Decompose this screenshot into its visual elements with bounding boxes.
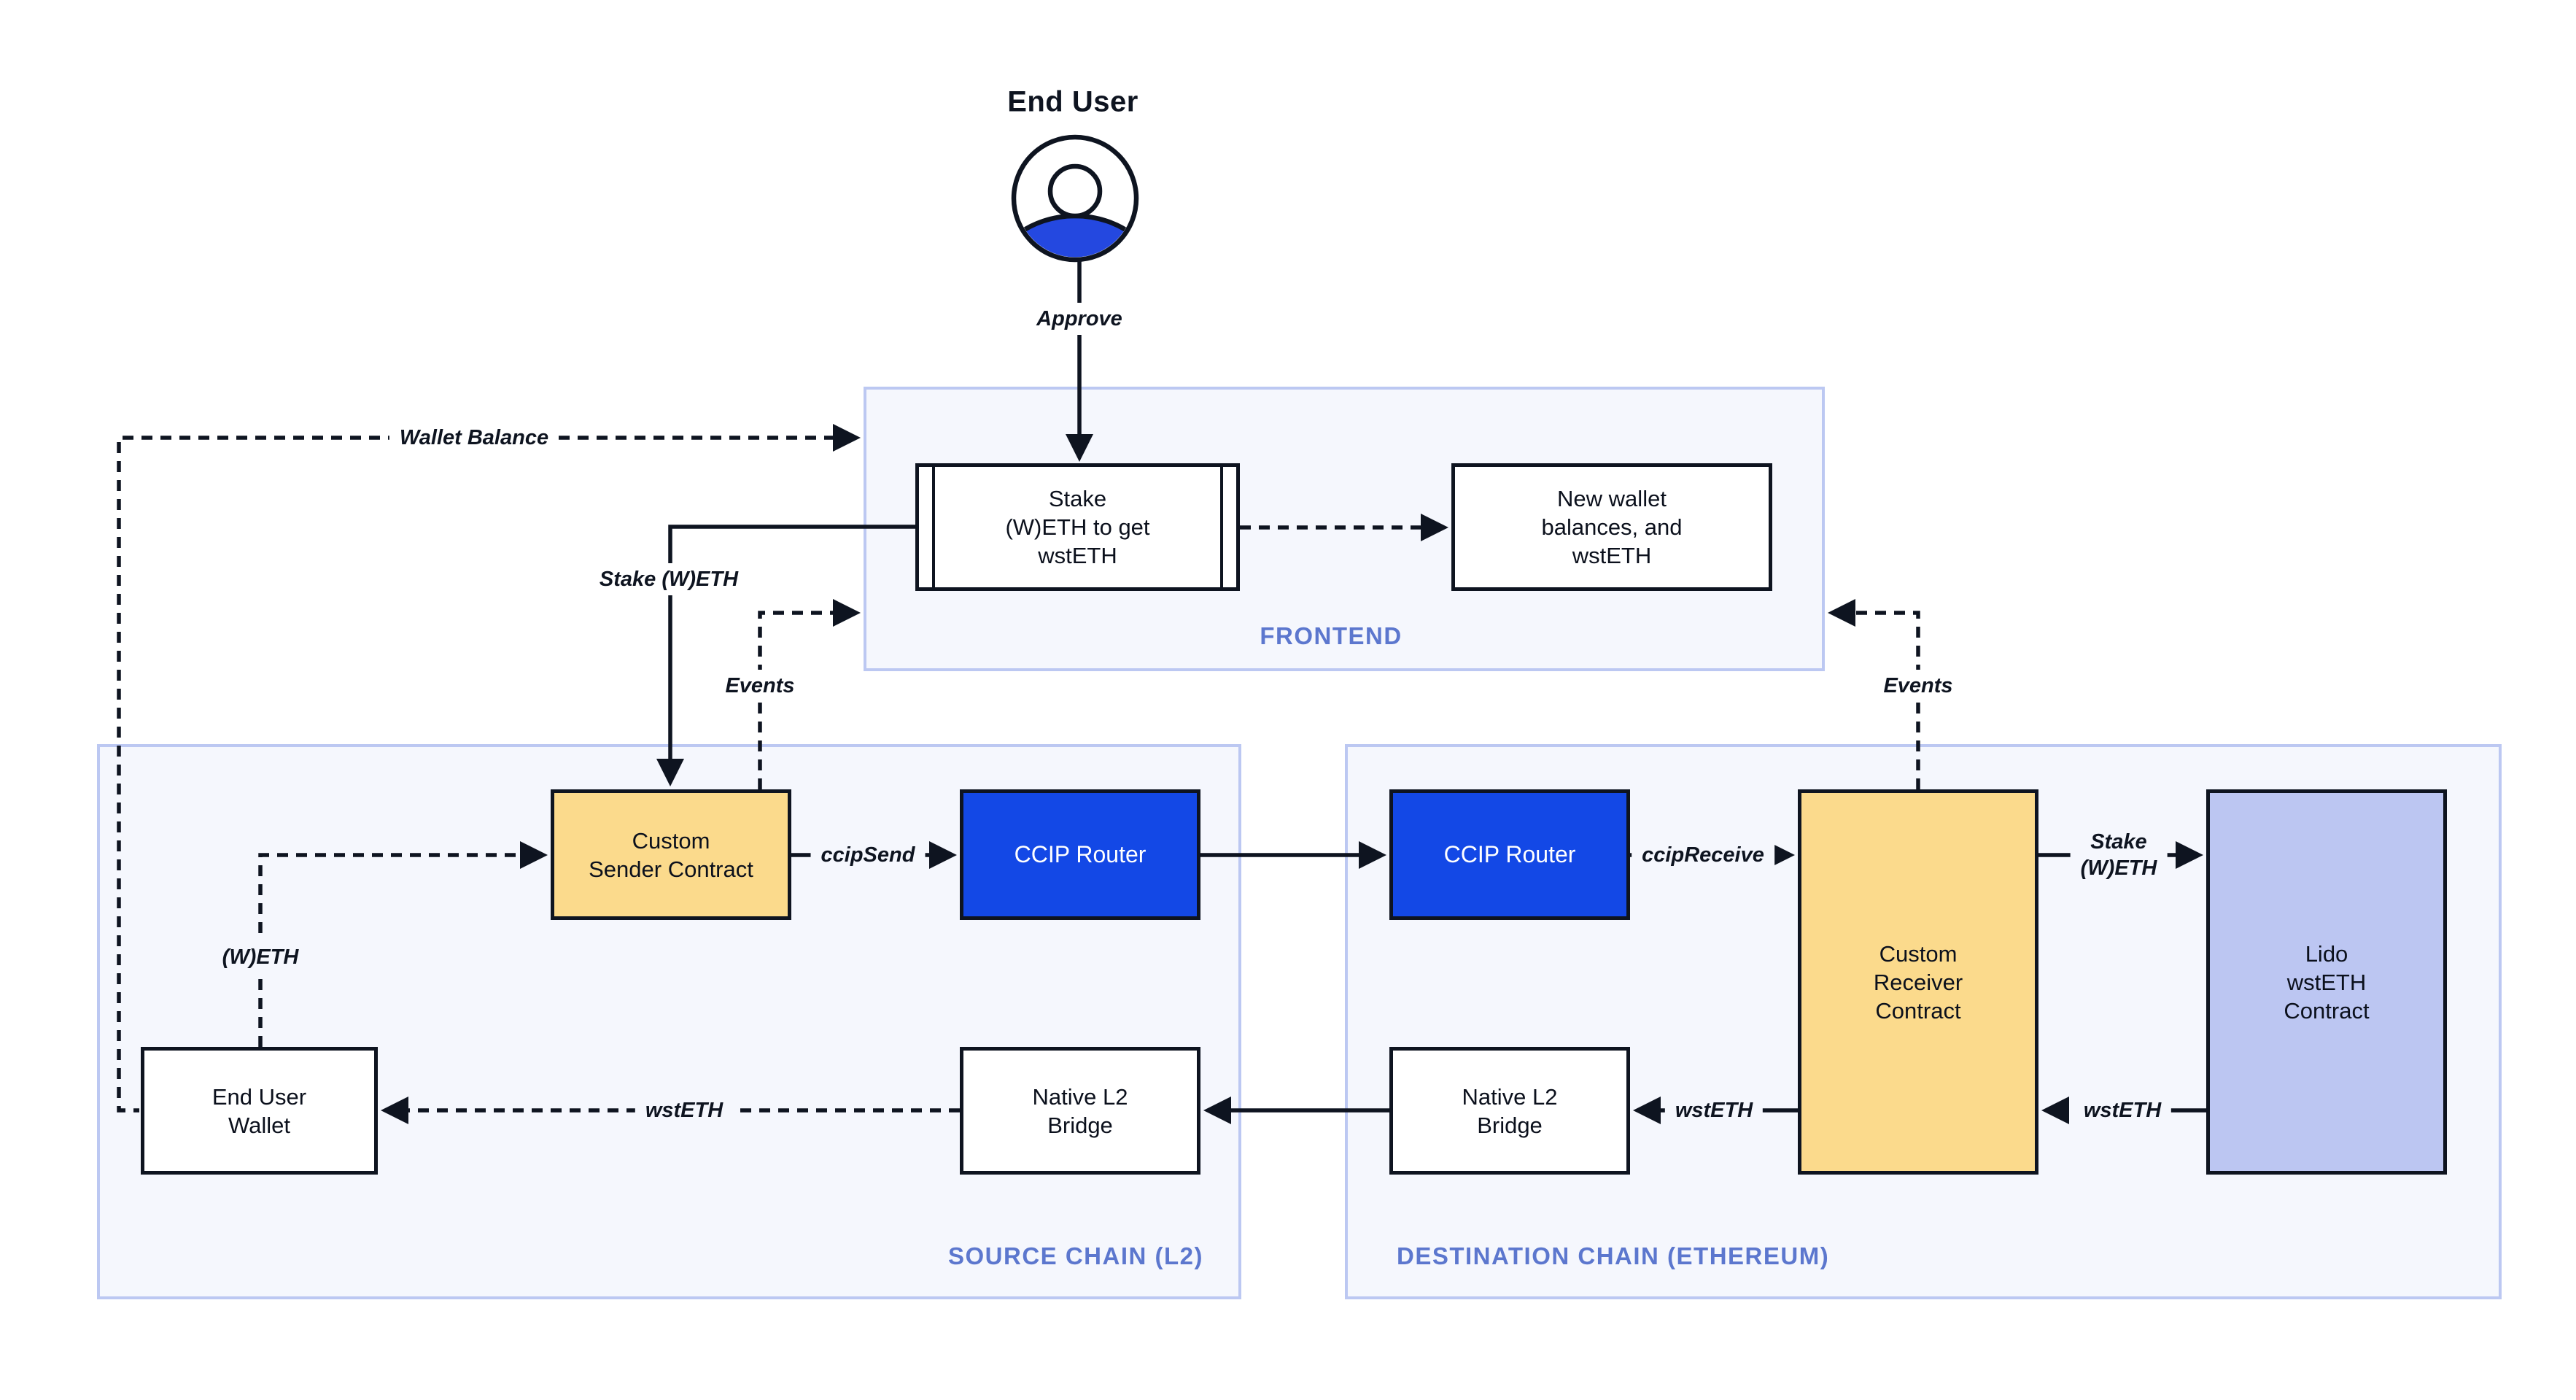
stake-weth-dest-line: Stake [2090, 830, 2147, 854]
stake-box-label: (W)ETH to get [1005, 514, 1150, 540]
end-user-wallet-label: End User [212, 1083, 307, 1110]
new-wallet-label: wstETH [1572, 543, 1652, 568]
ccip-router-destination-label: CCIP Router [1443, 841, 1576, 867]
lido-wsteth-contract-box: Lido wstETH Contract [2206, 789, 2447, 1175]
avatar-shoulders [1016, 213, 1134, 258]
destination-chain-caption: DESTINATION CHAIN (ETHEREUM) [1397, 1242, 1830, 1269]
ccipreceive-edge-label: ccipReceive [1632, 839, 1774, 871]
stake-weth-edge-label: Stake (W)ETH [589, 563, 749, 595]
lido-contract-label: Lido [2305, 940, 2348, 967]
predefined-process-left-bar [932, 467, 935, 587]
events-left-line [758, 611, 833, 789]
frontend-caption: FRONTEND [1260, 622, 1403, 649]
weth-line [258, 853, 520, 1047]
arrowhead-events-right [1828, 599, 1855, 627]
wsteth-receiver-bridge-edge-label: wstETH [1664, 1094, 1764, 1126]
end-user-title: End User [1007, 85, 1138, 118]
stake-box-label: Stake [1048, 486, 1107, 511]
events-left-edge-label: Events [715, 670, 805, 702]
events-right-edge-label: Events [1873, 670, 1963, 702]
stake-to-sender-line [668, 525, 915, 759]
ccip-router-source-box: CCIP Router [960, 789, 1200, 920]
native-l2-bridge-source-label: Bridge [1047, 1112, 1113, 1138]
custom-sender-label: Custom [632, 827, 710, 854]
stake-weth-dest-line: (W)ETH [2080, 856, 2157, 880]
ccip-router-source-label: CCIP Router [1014, 841, 1147, 867]
new-wallet-label: New wallet [1557, 486, 1667, 511]
stake-weth-dest-edge-label: Stake (W)ETH [2070, 826, 2168, 884]
arrowhead-lido-to-receiver [2041, 1097, 2069, 1124]
arrowhead-wallet-balance [833, 424, 861, 452]
arrowhead-weth [520, 841, 548, 869]
new-wallet-label: balances, and [1541, 514, 1683, 540]
stake-box-label: wstETH [1038, 543, 1117, 568]
custom-receiver-label: Contract [1875, 997, 1961, 1024]
wallet-balance-line [117, 436, 835, 1113]
native-l2-bridge-destination-label: Bridge [1477, 1112, 1543, 1138]
end-user-wallet-label: Wallet [228, 1112, 290, 1138]
custom-receiver-label: Receiver [1873, 969, 1963, 995]
lido-contract-label: wstETH [2286, 969, 2367, 995]
ccip-router-destination-box: CCIP Router [1389, 789, 1630, 920]
end-user-wallet-box: End User Wallet [141, 1047, 378, 1175]
native-l2-bridge-source-label: Native L2 [1032, 1083, 1128, 1110]
stake-weth-box[interactable]: Stake (W)ETH to get wstETH [915, 463, 1240, 591]
new-wallet-balances-box: New wallet balances, and wstETH [1451, 463, 1772, 591]
arrowhead-approve [1066, 434, 1093, 462]
custom-receiver-contract-box: Custom Receiver Contract [1798, 789, 2038, 1175]
native-l2-bridge-destination-box: Native L2 Bridge [1389, 1047, 1630, 1175]
arrowhead-receiver-to-lido [2176, 841, 2203, 869]
source-chain-caption: SOURCE CHAIN (L2) [947, 1242, 1203, 1269]
wsteth-bridge-wallet-edge-label: wstETH [635, 1094, 734, 1126]
custom-sender-contract-box: Custom Sender Contract [551, 789, 791, 920]
predefined-process-right-bar [1220, 467, 1223, 587]
native-l2-bridge-destination-label: Native L2 [1462, 1083, 1558, 1110]
wallet-balance-edge-label: Wallet Balance [389, 422, 559, 454]
lido-contract-label: Contract [2284, 997, 2370, 1024]
arrowhead-router-to-router [1359, 841, 1386, 869]
arrowhead-ccipsend [929, 841, 957, 869]
avatar-head [1047, 163, 1103, 219]
custom-receiver-label: Custom [1879, 940, 1958, 967]
native-l2-bridge-source-box: Native L2 Bridge [960, 1047, 1200, 1175]
custom-sender-label: Sender Contract [589, 856, 753, 882]
approve-edge-label: Approve [1026, 303, 1133, 335]
arrowhead-destbridge-to-srcbridge [1203, 1097, 1231, 1124]
arrowhead-stake-to-sender [656, 759, 684, 786]
ccipsend-edge-label: ccipSend [810, 839, 926, 871]
arrowhead-srcbridge-to-wallet [381, 1097, 408, 1124]
arrowhead-stake-to-newwallet [1421, 514, 1448, 541]
weth-edge-label: (W)ETH [212, 941, 309, 973]
arrowhead-receiver-to-destbridge [1633, 1097, 1661, 1124]
wsteth-lido-edge-label: wstETH [2073, 1094, 2172, 1126]
events-right-line [1855, 611, 1920, 789]
arrowhead-events-left [833, 599, 861, 627]
